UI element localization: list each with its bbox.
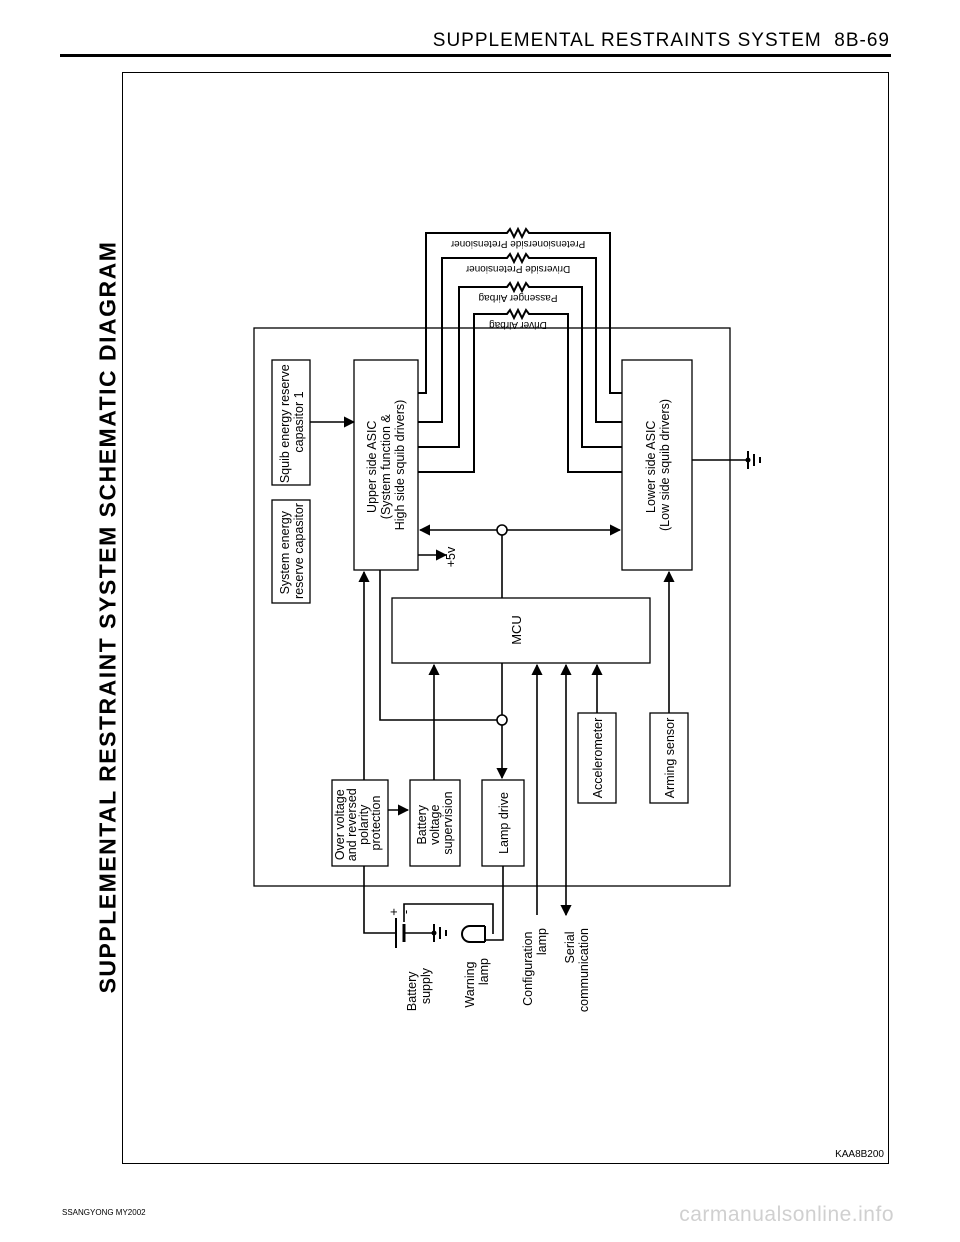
battery-supervision-label: Battery voltage supervision bbox=[415, 791, 455, 854]
over-voltage-block bbox=[331, 779, 389, 867]
lower-asic-block bbox=[621, 359, 693, 571]
squib-line-pretensioner bbox=[418, 226, 622, 394]
lamp-drive-label: Lamp drive bbox=[497, 792, 511, 854]
warning-lamp-icon bbox=[461, 925, 486, 943]
over-voltage-label: Over voltage and reversed polarity prote… bbox=[333, 785, 383, 861]
system-capacitor-block bbox=[271, 499, 311, 604]
page-number: 8B-69 bbox=[834, 30, 890, 51]
wire-node-upper bbox=[379, 570, 497, 721]
mcu-label: MCU bbox=[509, 615, 524, 645]
page-header-title: SUPPLEMENTAL RESTRAINTS SYSTEM 8B-69 bbox=[433, 30, 890, 52]
battery-icon bbox=[395, 918, 406, 948]
squib-line-passenger bbox=[418, 280, 622, 448]
figure-id: KAA8B200 bbox=[835, 1149, 884, 1160]
watermark-text: carmanualsonline.info bbox=[679, 1203, 894, 1226]
warning-lamp-label: Warning lamp bbox=[463, 958, 491, 1008]
squib-line-driver-airbag bbox=[418, 307, 622, 473]
accelerometer-label: Accelerometer bbox=[591, 718, 605, 799]
header-rule bbox=[60, 54, 891, 57]
ecu-boundary bbox=[253, 327, 731, 887]
section-title: SUPPLEMENTAL RESTRAINTS SYSTEM bbox=[432, 30, 822, 51]
upper-asic-label: Upper side ASIC (System function & High … bbox=[365, 400, 407, 531]
battery-minus-label: - bbox=[398, 910, 413, 914]
pretensionerside-label: Pretensionerside Pretensioner bbox=[450, 238, 585, 249]
serial-communication-label: Serial communication bbox=[563, 928, 591, 1012]
battery-supervision-block bbox=[409, 779, 461, 867]
squib-cap-label: Squib energy reserve capasitor 1 bbox=[278, 361, 306, 483]
battery-supply-label: Battery supply bbox=[405, 967, 433, 1011]
footer-publisher: SSANGYONG MY2002 bbox=[62, 1208, 146, 1217]
figure-frame bbox=[122, 72, 889, 1164]
wire-battery-top bbox=[403, 903, 494, 934]
wire-battery-plus bbox=[363, 866, 396, 934]
mcu-block bbox=[391, 597, 651, 664]
configuration-lamp-label: Configuration lamp bbox=[521, 928, 549, 1006]
driverside-pretensioner-label: Driverside Pretensioner bbox=[465, 263, 570, 274]
plus5v-label: +5v bbox=[444, 546, 458, 567]
lower-asic-label: Lower side ASIC (Low side squib drivers) bbox=[644, 399, 672, 531]
arming-sensor-label: Arming sensor bbox=[663, 718, 677, 799]
squib-line-driverside bbox=[418, 251, 622, 423]
battery-plus-label: + bbox=[386, 908, 401, 916]
wire-lamp bbox=[485, 866, 504, 941]
driver-airbag-label: Driver Airbag bbox=[489, 319, 547, 330]
system-cap-label: System energy reserve capasitor bbox=[278, 503, 306, 599]
bus-node bbox=[496, 524, 508, 536]
lamp-node bbox=[496, 714, 508, 726]
upper-asic-block bbox=[353, 359, 419, 571]
passenger-airbag-label: Passenger Airbag bbox=[479, 292, 558, 303]
